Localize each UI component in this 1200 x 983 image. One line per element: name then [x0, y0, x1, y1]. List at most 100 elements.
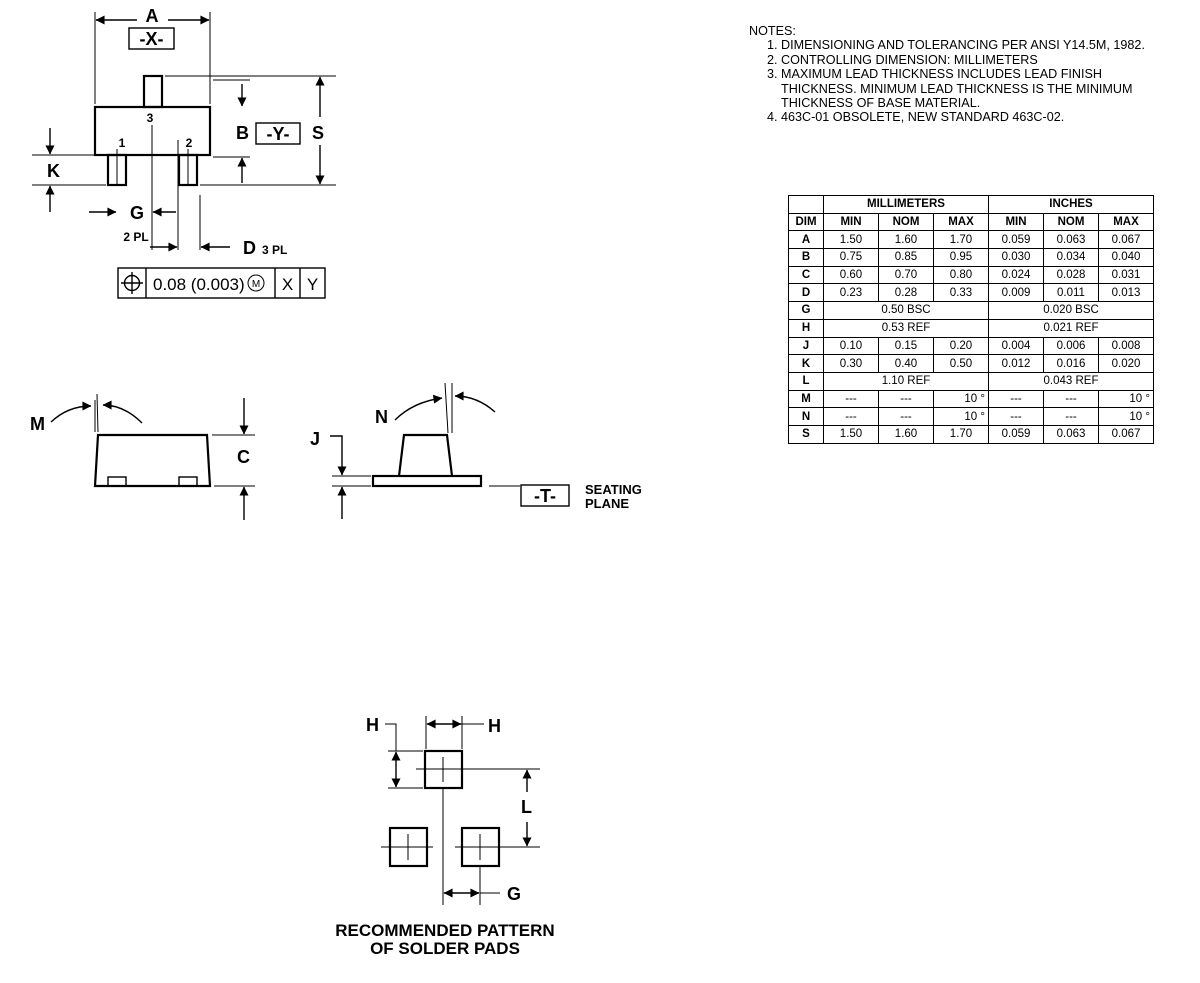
- table-cell-dim: M: [788, 389, 824, 409]
- table-cell-dim: L: [788, 371, 824, 391]
- table-row: K 0.30 0.40 0.50 0.012 0.016 0.020: [788, 354, 1154, 373]
- table-cell-dim: C: [788, 265, 824, 285]
- table-cell: 0.031: [1098, 265, 1154, 285]
- table-cell: ---: [1043, 407, 1099, 426]
- side-view-end: -T- SEATING PLANE J N: [310, 382, 642, 519]
- table-cell-dim: N: [788, 407, 824, 426]
- table-col-nom: NOM: [1043, 212, 1099, 232]
- table-cell: ---: [823, 407, 879, 426]
- dim-h-vertical-label: H: [366, 715, 379, 735]
- table-cell-span: 0.021 REF: [988, 318, 1154, 338]
- table-row: N --- --- 10 ° --- --- 10 °: [788, 407, 1154, 426]
- feature-control-frame: 0.08 (0.003) M X Y: [117, 267, 326, 299]
- datum-y-box: [255, 122, 301, 145]
- table-cell-dim: J: [788, 336, 824, 356]
- table-cell: 0.33: [933, 283, 989, 303]
- dim-b-label: B: [236, 123, 249, 143]
- table-cell: 1.70: [933, 424, 989, 444]
- dim-g-count: 2 PL: [123, 230, 148, 244]
- note-item: DIMENSIONING AND TOLERANCING PER ANSI Y1…: [781, 38, 1159, 52]
- table-cell: 0.23: [823, 283, 879, 303]
- table-col-max: MAX: [933, 212, 989, 232]
- table-cell: 0.030: [988, 248, 1044, 267]
- dim-m-label: M: [30, 414, 45, 434]
- table-cell: 0.004: [988, 336, 1044, 356]
- table-cell: 0.10: [823, 336, 879, 356]
- solder-pad-pattern: H H L G: [366, 715, 540, 905]
- dim-g-label: G: [130, 203, 144, 223]
- caption-line-2: OF SOLDER PADS: [370, 939, 520, 958]
- table-cell: 0.063: [1043, 230, 1099, 250]
- dim-j-label: J: [310, 429, 320, 449]
- table-cell: 0.20: [933, 336, 989, 356]
- datum-t-box: [520, 484, 570, 507]
- table-cell: 0.50: [933, 354, 989, 373]
- table-cell: 0.059: [988, 424, 1044, 444]
- dim-k-label: K: [47, 161, 60, 181]
- fcf-datum-y: Y: [307, 275, 318, 294]
- note-item: MAXIMUM LEAD THICKNESS INCLUDES LEAD FIN…: [781, 67, 1159, 110]
- table-row: J 0.10 0.15 0.20 0.004 0.006 0.008: [788, 336, 1154, 356]
- table-col-max: MAX: [1098, 212, 1154, 232]
- side-view-front: M C: [30, 393, 255, 520]
- table-cell: 0.009: [988, 283, 1044, 303]
- table-group-mm: MILLIMETERS: [823, 195, 989, 214]
- table-corner: [788, 195, 824, 214]
- table-row: B 0.75 0.85 0.95 0.030 0.034 0.040: [788, 248, 1154, 267]
- table-row: H 0.53 REF 0.021 REF: [788, 318, 1154, 338]
- table-cell-dim: K: [788, 354, 824, 373]
- dim-l-label: L: [521, 797, 532, 817]
- notes-block: NOTES: DIMENSIONING AND TOLERANCING PER …: [749, 24, 1159, 125]
- table-header-row: MILLIMETERS INCHES: [788, 195, 1154, 214]
- table-cell: 0.016: [1043, 354, 1099, 373]
- dim-d-label: D: [243, 238, 256, 258]
- dim-c-label: C: [237, 447, 250, 467]
- table-cell-dim: S: [788, 424, 824, 444]
- caption-line-1: RECOMMENDED PATTERN: [335, 921, 555, 940]
- table-cell: 0.30: [823, 354, 879, 373]
- notes-list: DIMENSIONING AND TOLERANCING PER ANSI Y1…: [749, 38, 1159, 124]
- table-cell: 1.60: [878, 424, 934, 444]
- notes-heading: NOTES:: [749, 24, 796, 38]
- table-cell-dim: D: [788, 283, 824, 303]
- table-cell: 0.15: [878, 336, 934, 356]
- table-cell: 0.75: [823, 248, 879, 267]
- table-cell: 0.024: [988, 265, 1044, 285]
- lead-3: [142, 74, 164, 109]
- table-cell: 0.067: [1098, 230, 1154, 250]
- table-cell: 1.60: [878, 230, 934, 250]
- table-cell: 0.013: [1098, 283, 1154, 303]
- table-cell-span: 0.50 BSC: [823, 301, 989, 320]
- table-cell: 0.006: [1043, 336, 1099, 356]
- table-row: A 1.50 1.60 1.70 0.059 0.063 0.067: [788, 230, 1154, 250]
- table-cell: 0.034: [1043, 248, 1099, 267]
- table-row: L 1.10 REF 0.043 REF: [788, 371, 1154, 391]
- seating-plane-line1: SEATING: [585, 482, 642, 497]
- table-cell-dim: B: [788, 248, 824, 267]
- datum-t-label: -T-: [534, 486, 556, 506]
- datum-x-label: -X-: [140, 29, 164, 49]
- fcf-modifier: M: [252, 279, 260, 290]
- table-row: D 0.23 0.28 0.33 0.009 0.011 0.013: [788, 283, 1154, 303]
- solder-pattern-caption: RECOMMENDED PATTERN OF SOLDER PADS: [300, 922, 590, 958]
- table-cell: ---: [988, 389, 1044, 409]
- table-cell-span: 0.53 REF: [823, 318, 989, 338]
- mmc-modifier-icon: [247, 274, 265, 292]
- table-cell: 0.020: [1098, 354, 1154, 373]
- table-cell-span: 0.043 REF: [988, 371, 1154, 391]
- dim-h-horizontal-label: H: [488, 716, 501, 736]
- table-cell: ---: [1043, 389, 1099, 409]
- table-cell: 0.28: [878, 283, 934, 303]
- dim-d-count: 3 PL: [262, 243, 287, 257]
- table-cell: ---: [988, 407, 1044, 426]
- dim-n-label: N: [375, 407, 388, 427]
- seating-plane-line2: PLANE: [585, 496, 629, 511]
- top-view: 3 1 2 A -X- B -Y- S K G 2 PL: [32, 6, 336, 299]
- table-cell: 10 °: [1098, 389, 1154, 409]
- table-col-dim: DIM: [788, 212, 824, 232]
- table-cell: 0.067: [1098, 424, 1154, 444]
- datum-x-box: [128, 27, 175, 50]
- table-cell: 0.95: [933, 248, 989, 267]
- fcf-datum-x: X: [282, 275, 293, 294]
- pin-1-label: 1: [119, 136, 126, 150]
